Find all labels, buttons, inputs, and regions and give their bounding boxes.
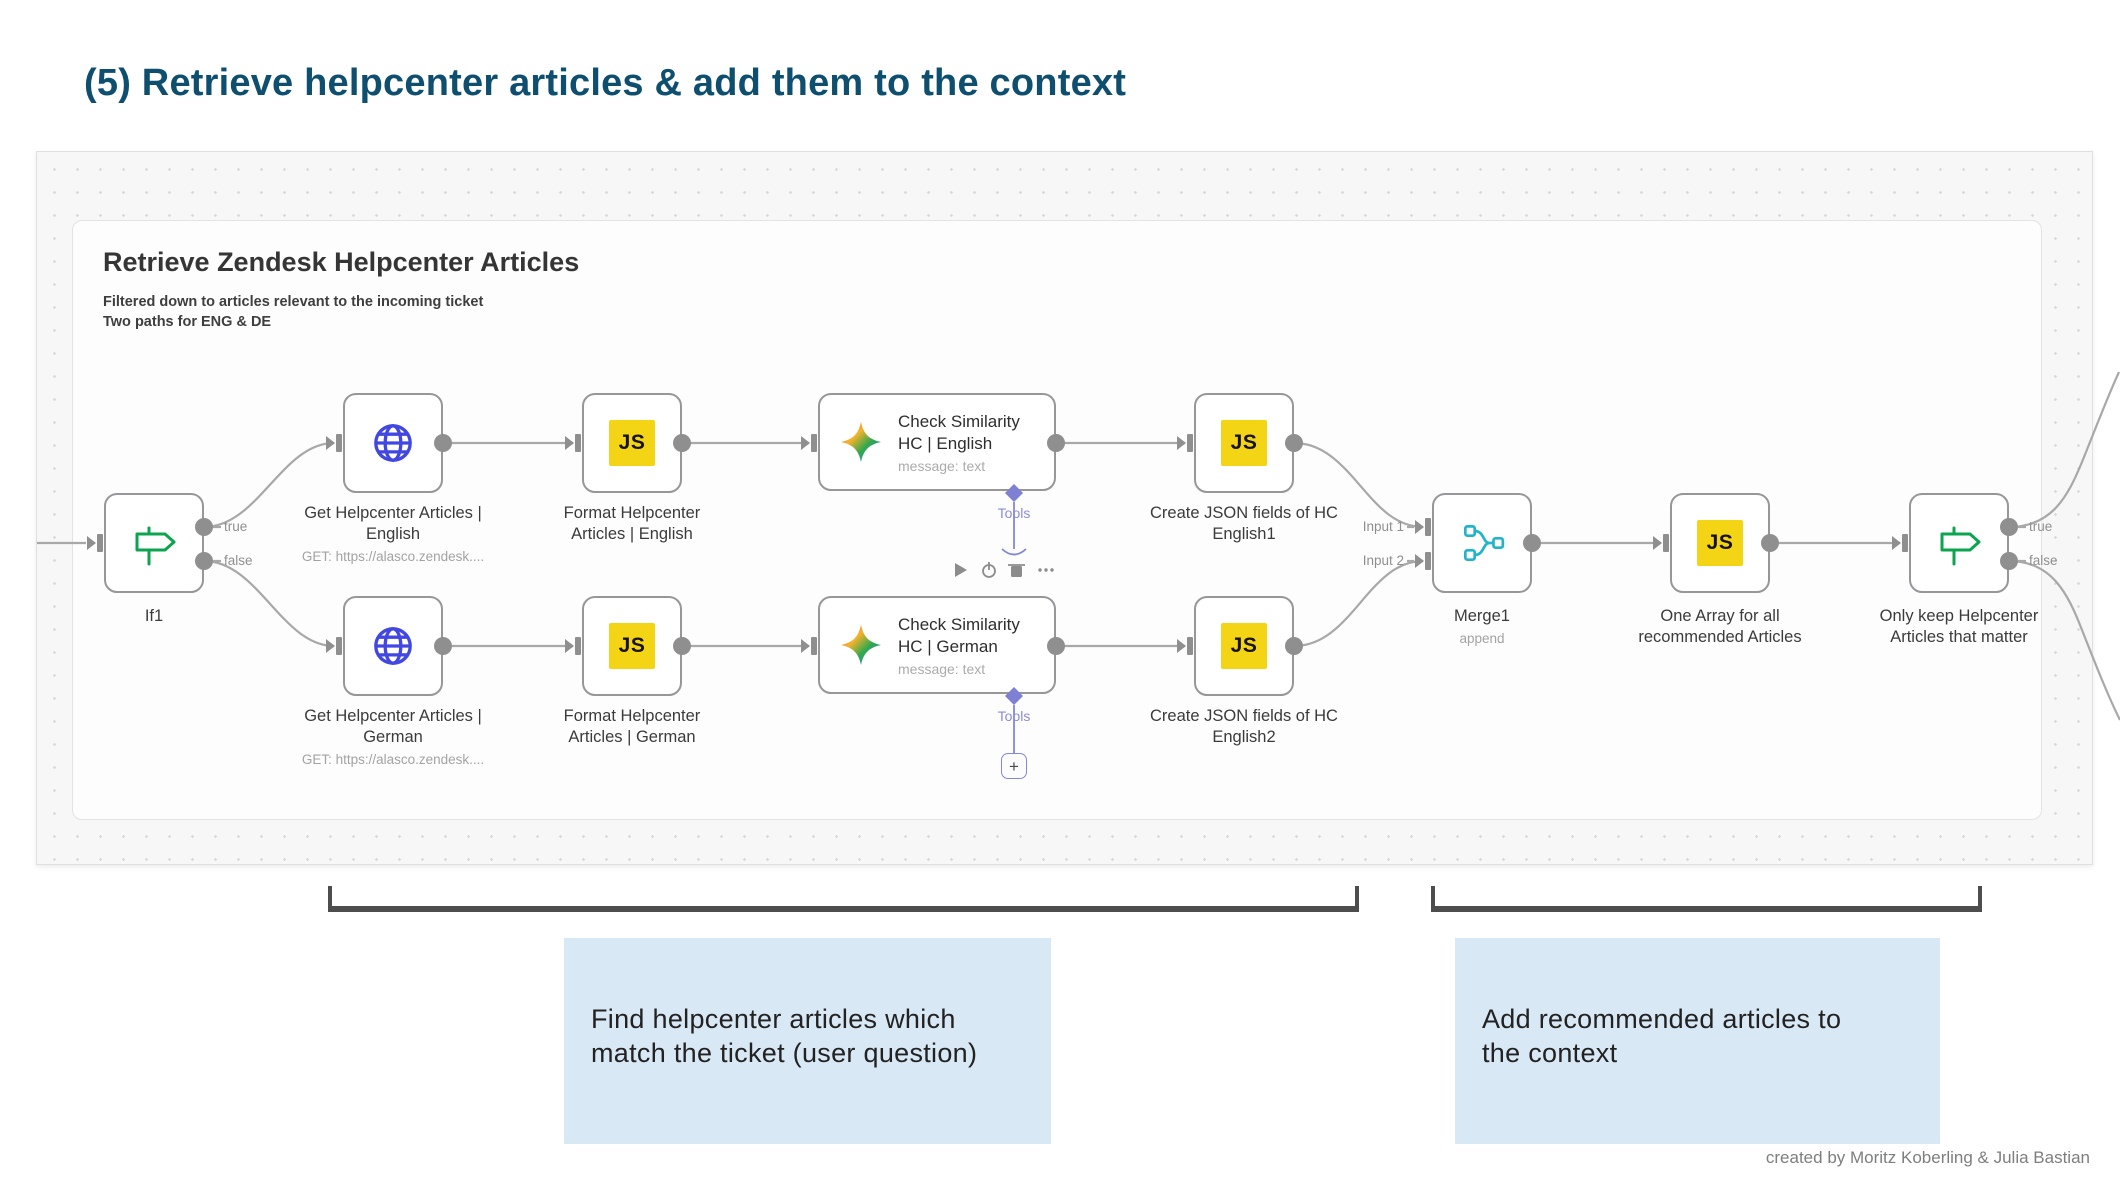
port-label-if1-true: true [224,519,248,534]
node-label-create-json-english2: Create JSON fields of HC English2 [1150,707,1338,746]
node-format-articles-german[interactable]: JS [582,596,682,696]
node-label-format-articles-german: Format Helpcenter Articles | German [563,707,701,746]
tools-label-german: Tools [997,708,1031,724]
node-get-articles-german[interactable] [343,596,443,696]
js-icon: JS [1221,420,1267,466]
port-label-merge-input2: Input 2 [1362,553,1404,568]
node-sublabel: append [1459,631,1505,646]
node-if1[interactable] [104,493,204,593]
node-label-get-articles-german: Get Helpcenter Articles | German GET: ht… [243,706,543,767]
bracket-find-articles [328,886,1359,912]
port-label-only-keep-true: true [2029,519,2053,534]
sticky-note-subtext: Filtered down to articles relevant to th… [103,294,484,330]
bracket-add-articles [1431,886,1982,912]
sticky-note-heading: Retrieve Zendesk Helpcenter Articles [103,247,580,277]
port-label-if1-false: false [224,553,253,568]
node-only-keep[interactable] [1909,493,2009,593]
node-sublabel: GET: https://alasco.zendesk.... [301,752,485,767]
js-icon: JS [609,420,655,466]
js-icon: JS [1221,623,1267,669]
node-title: Check Similarity HC | German [898,614,1020,656]
node-create-json-english2[interactable]: JS [1194,596,1294,696]
node-check-similarity-english[interactable]: Check Similarity HC | English message: t… [818,393,1056,491]
globe-icon [374,424,412,462]
node-label-merge1: Merge1 append [1332,606,1632,646]
node-label-one-array: One Array for all recommended Articles [1638,607,1802,646]
js-icon: JS [609,623,655,669]
node-label-format-articles-english: Format Helpcenter Articles | English [563,504,701,543]
js-icon: JS [1697,520,1743,566]
node-subtitle: message: text [898,457,986,474]
node-label-if1: If1 [144,607,164,625]
node-label-only-keep: Only keep Helpcenter Articles that matte… [1879,607,2039,646]
node-merge1[interactable] [1432,493,1532,593]
node-subtitle: message: text [898,660,986,677]
ai-star-icon [840,421,882,463]
node-format-articles-english[interactable]: JS [582,393,682,493]
callout-add-articles: Add recommended articles to the context [1455,938,1940,1144]
node-title: Check Similarity HC | English [898,411,1020,453]
node-create-json-english1[interactable]: JS [1194,393,1294,493]
port-label-merge-input1: Input 1 [1362,519,1404,534]
if-signpost-icon [1940,526,1981,566]
node-one-array[interactable]: JS [1670,493,1770,593]
callout-find-articles: Find helpcenter articles which match the… [564,938,1051,1144]
page-title: (5) Retrieve helpcenter articles & add t… [84,62,1127,104]
tools-label-english: Tools [997,505,1031,521]
node-get-articles-english[interactable] [343,393,443,493]
if-signpost-icon [135,526,176,566]
node-check-similarity-german[interactable]: Check Similarity HC | German message: te… [818,596,1056,694]
credit-line: created by Moritz Koberling & Julia Bast… [1765,1148,2090,1167]
ai-star-icon [840,624,882,666]
node-sublabel: GET: https://alasco.zendesk.... [301,549,485,564]
globe-icon [374,627,412,665]
merge-icon [1463,524,1505,562]
add-tool-button[interactable]: + [1001,753,1027,779]
port-label-only-keep-false: false [2029,553,2058,568]
